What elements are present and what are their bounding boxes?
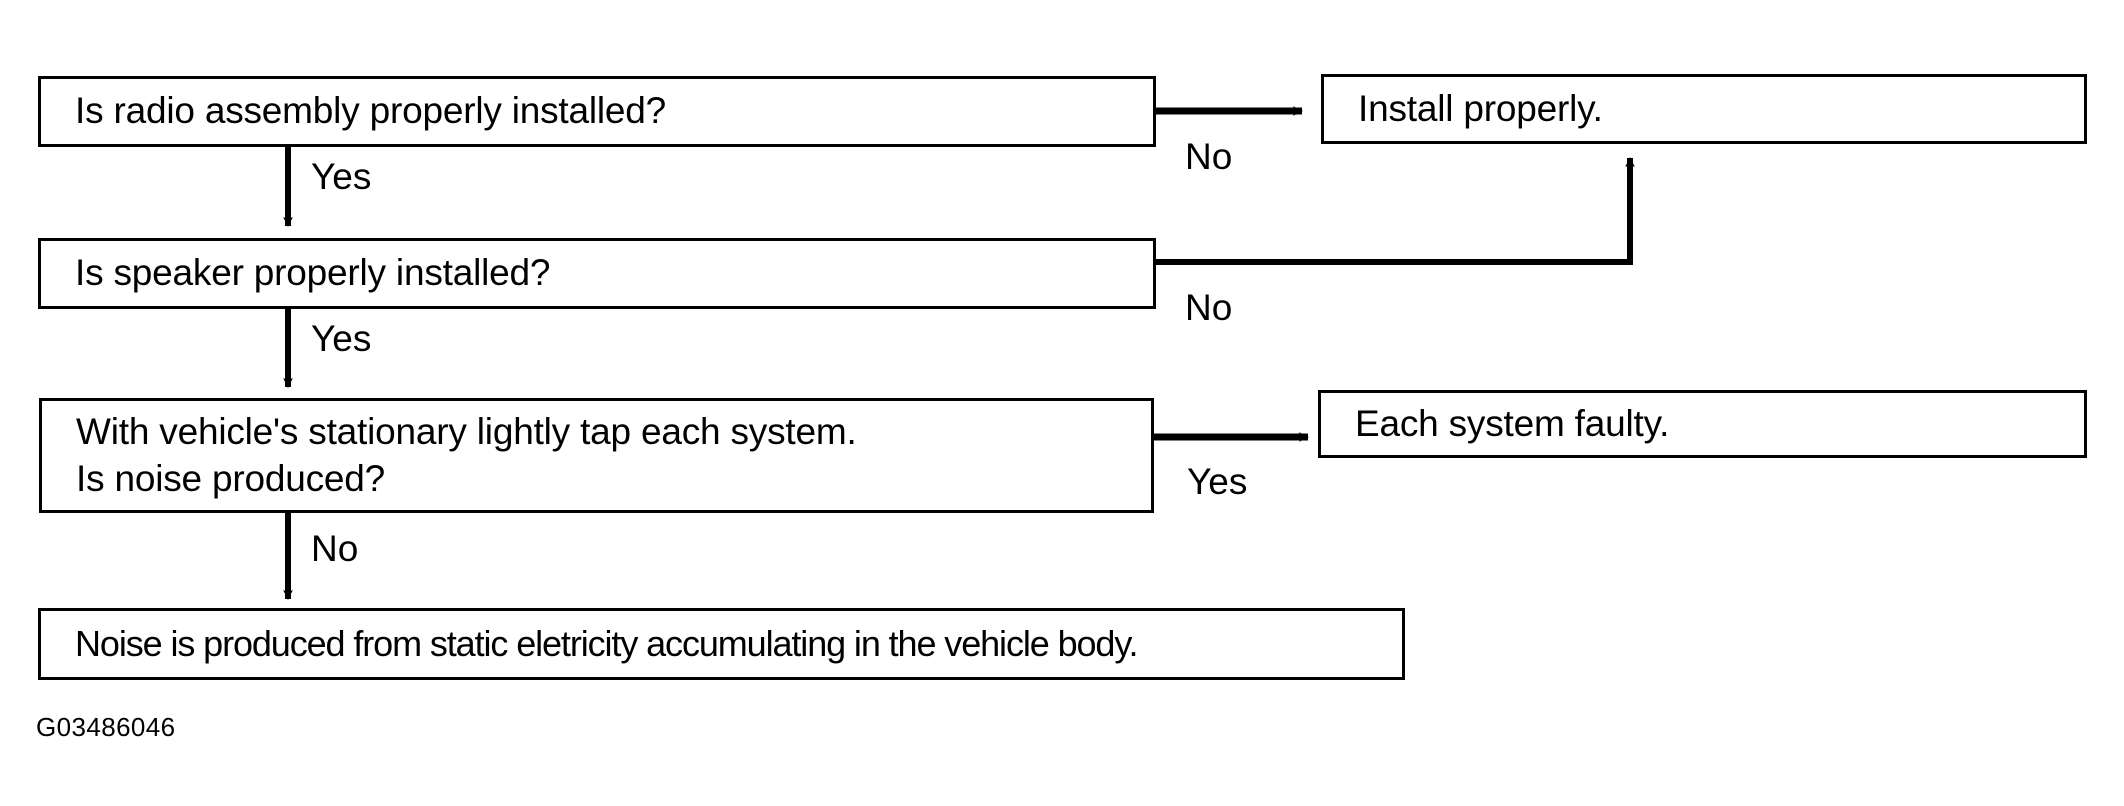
node-install-properly-line-0: Install properly.	[1358, 87, 1603, 129]
node-speaker-check[interactable]: Is speaker properly installed?	[38, 238, 1156, 309]
edge-label-speaker-no: No	[1185, 287, 1233, 328]
edge-label-tap-yes: Yes	[1187, 461, 1248, 502]
edge-label-tap-no: No	[311, 528, 359, 569]
node-tap-check[interactable]: With vehicle's stationary lightly tap ea…	[39, 398, 1154, 513]
node-radio-check-line-0: Is radio assembly properly installed?	[75, 90, 667, 132]
figure-caption: G03486046	[36, 712, 176, 742]
node-speaker-check-line-0: Is speaker properly installed?	[75, 252, 551, 294]
edge-label-radio-yes: Yes	[311, 156, 372, 197]
edge-label-speaker-yes: Yes	[311, 318, 372, 359]
edge-label-radio-no: No	[1185, 136, 1233, 177]
node-static-result-line-0: Noise is produced from static eletricity…	[75, 623, 1139, 665]
node-tap-check-line-0: With vehicle's stationary lightly tap ea…	[76, 410, 857, 452]
node-system-faulty-line-0: Each system faulty.	[1355, 402, 1670, 444]
node-static-result[interactable]: Noise is produced from static eletricity…	[38, 608, 1405, 680]
node-radio-check[interactable]: Is radio assembly properly installed?	[38, 76, 1156, 147]
node-install-properly[interactable]: Install properly.	[1321, 74, 2087, 144]
node-system-faulty[interactable]: Each system faulty.	[1318, 390, 2087, 458]
node-tap-check-line-1: Is noise produced?	[76, 457, 386, 499]
